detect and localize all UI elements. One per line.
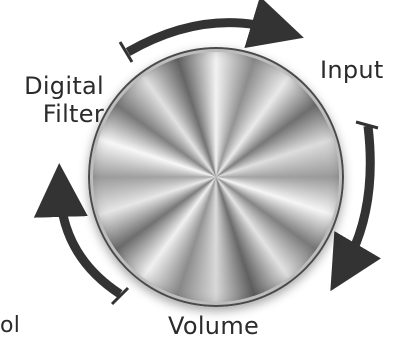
digital-label-line2: Filter	[42, 100, 104, 128]
digital-label-line1: Digital	[24, 72, 104, 100]
corner-text-fragment: ol	[0, 313, 21, 338]
volume-label: Volume	[168, 312, 260, 339]
rotary-knob[interactable]	[88, 47, 344, 307]
left-arc-arrow	[33, 163, 123, 298]
input-label: Input	[320, 56, 384, 84]
top-arc-arrow	[125, 0, 304, 56]
left-arc-tail	[110, 286, 130, 306]
right-arc-tail	[355, 120, 379, 130]
right-arc-arrow	[330, 125, 381, 292]
top-arc-tail	[118, 41, 134, 63]
digital-filter-label: Digital Filter	[14, 72, 104, 128]
